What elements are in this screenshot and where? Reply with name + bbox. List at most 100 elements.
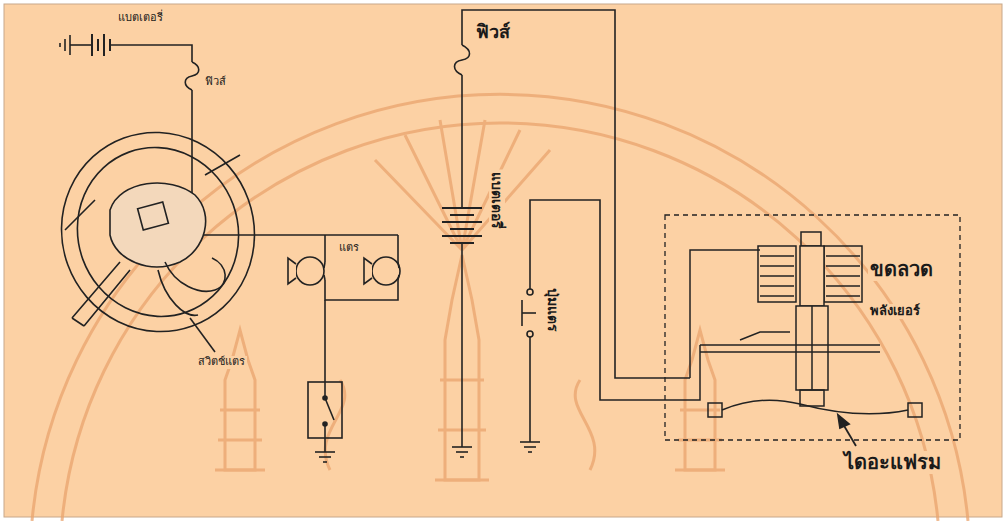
horn-unit-mechanism — [908, 403, 922, 417]
horn-unit-housing — [665, 215, 960, 440]
watermark — [675, 410, 725, 470]
steering-wheel — [34, 105, 283, 359]
horn-switch-symbol — [323, 422, 327, 426]
wiring — [461, 244, 463, 447]
wiring — [461, 75, 463, 208]
horn-unit-mechanism — [722, 400, 908, 414]
steering-wheel — [54, 125, 262, 339]
diaphragm-label: ไดอะแฟรม — [842, 451, 943, 474]
coil-label: ขดลวด — [868, 258, 935, 281]
horn-button-label: ปุ่มแตร — [545, 286, 561, 334]
ground-symbols — [69, 35, 71, 55]
horn-unit-mechanism — [708, 403, 722, 417]
ground-symbols — [524, 446, 536, 448]
steering-wheel — [110, 183, 206, 267]
leader-arrow — [843, 424, 856, 446]
horn-switch-symbol — [308, 382, 342, 438]
ground-symbols — [456, 451, 468, 453]
horn-unit-mechanism — [826, 256, 860, 296]
steering-wheel — [165, 258, 225, 291]
wiring — [529, 336, 531, 442]
horn-symbols — [288, 258, 296, 284]
wiring — [70, 44, 92, 46]
battery-symbols — [442, 207, 482, 209]
ground-symbols — [315, 451, 335, 453]
horn-unit-mechanism — [811, 306, 813, 390]
plunger-label: พลังเยอร์ — [868, 304, 922, 319]
steering-wheel — [138, 202, 169, 230]
horn-symbols — [324, 262, 399, 280]
fuse-label: ฟิวส์ — [203, 76, 228, 89]
ground-symbols — [520, 441, 540, 443]
horn-unit-mechanism — [700, 345, 880, 352]
battery-symbols — [450, 214, 474, 216]
horn-switch-label: สวิตช์แตร — [196, 356, 247, 369]
background-frame — [4, 4, 1002, 517]
ground-symbols — [60, 35, 540, 462]
watermark — [325, 380, 595, 470]
horn-unit-mechanism — [796, 306, 828, 390]
horn-symbols — [288, 257, 400, 285]
battery-symbols — [450, 228, 474, 230]
wiring — [110, 45, 192, 62]
fuse-symbols — [185, 45, 469, 90]
battery-symbols — [450, 242, 474, 244]
horn-button-symbol — [522, 289, 536, 337]
horn-symbols — [372, 257, 400, 285]
horn-symbols — [364, 258, 372, 284]
wiring — [70, 10, 690, 452]
ground-symbols — [319, 456, 331, 458]
watermark — [62, 123, 938, 521]
steering-wheel — [72, 262, 130, 326]
horn-switch-symbol — [323, 396, 327, 400]
horn-button-symbol — [527, 331, 533, 337]
battery-symbols — [91, 34, 93, 56]
steering-wheel — [190, 318, 215, 352]
battery-symbols — [103, 34, 105, 56]
horn-unit-mechanism — [824, 246, 862, 302]
leader-arrow — [838, 415, 849, 428]
horn-unit-mechanism — [740, 332, 790, 340]
horn-unit-housing — [665, 215, 960, 440]
horn-button-symbol — [527, 289, 533, 295]
ground-symbols — [59, 43, 61, 47]
ground-symbols — [460, 456, 464, 458]
horn-unit-mechanism — [690, 345, 700, 400]
fuse-symbols — [455, 45, 470, 75]
horn-label: แตร — [337, 242, 361, 255]
horn-unit-mechanism — [758, 246, 796, 302]
battery-symbols — [109, 39, 111, 51]
steering-wheel — [158, 270, 198, 315]
horn-switch-symbol — [325, 398, 334, 420]
horn-switch-symbol — [308, 382, 342, 438]
battery-symbols — [442, 221, 482, 223]
battery-label: แบตเตอรี่ — [116, 12, 165, 25]
steering-wheel — [65, 155, 240, 230]
horn-unit-mechanism — [800, 390, 824, 406]
battery-label: แบตเตอรี่ — [489, 170, 505, 231]
horn-unit-mechanism — [800, 246, 824, 306]
wiring — [324, 235, 326, 262]
watermark — [215, 410, 265, 470]
horn-unit-mechanism — [801, 232, 821, 246]
battery-symbols — [442, 235, 482, 237]
watermark — [32, 94, 968, 521]
steering-wheel — [34, 105, 283, 359]
ground-symbols — [323, 461, 327, 463]
fuse-label: ฟิวส์ — [474, 22, 512, 43]
fuse-symbols — [185, 62, 199, 90]
battery-symbols — [97, 39, 99, 51]
ground-symbols — [64, 39, 66, 51]
wiring — [397, 235, 399, 262]
leader-arrow — [838, 415, 856, 446]
wiring — [192, 90, 398, 235]
watermark — [225, 330, 255, 470]
horn-symbols — [296, 257, 324, 285]
wiring — [324, 438, 326, 452]
horn-unit-mechanism — [760, 256, 794, 296]
watermark — [32, 94, 968, 521]
